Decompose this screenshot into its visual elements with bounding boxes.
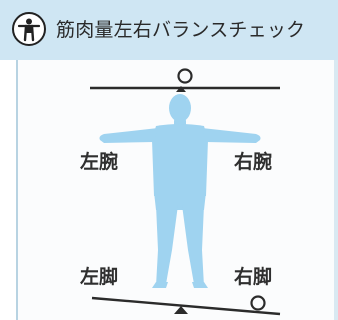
label-left-leg: 左脚 [80,266,119,288]
label-left-arm: 左腕 [80,151,119,173]
lower-balance-beam [91,295,281,316]
card-header: 筋肉量左右バランスチェック [0,0,338,60]
label-right-leg: 右脚 [234,266,273,288]
page-title: 筋肉量左右バランスチェック [56,19,306,41]
person-outline-icon [12,12,46,46]
upper-balance-beam [90,68,280,92]
panel-edge [334,60,338,320]
body-figure [99,94,261,288]
label-right-arm: 右腕 [234,151,273,173]
